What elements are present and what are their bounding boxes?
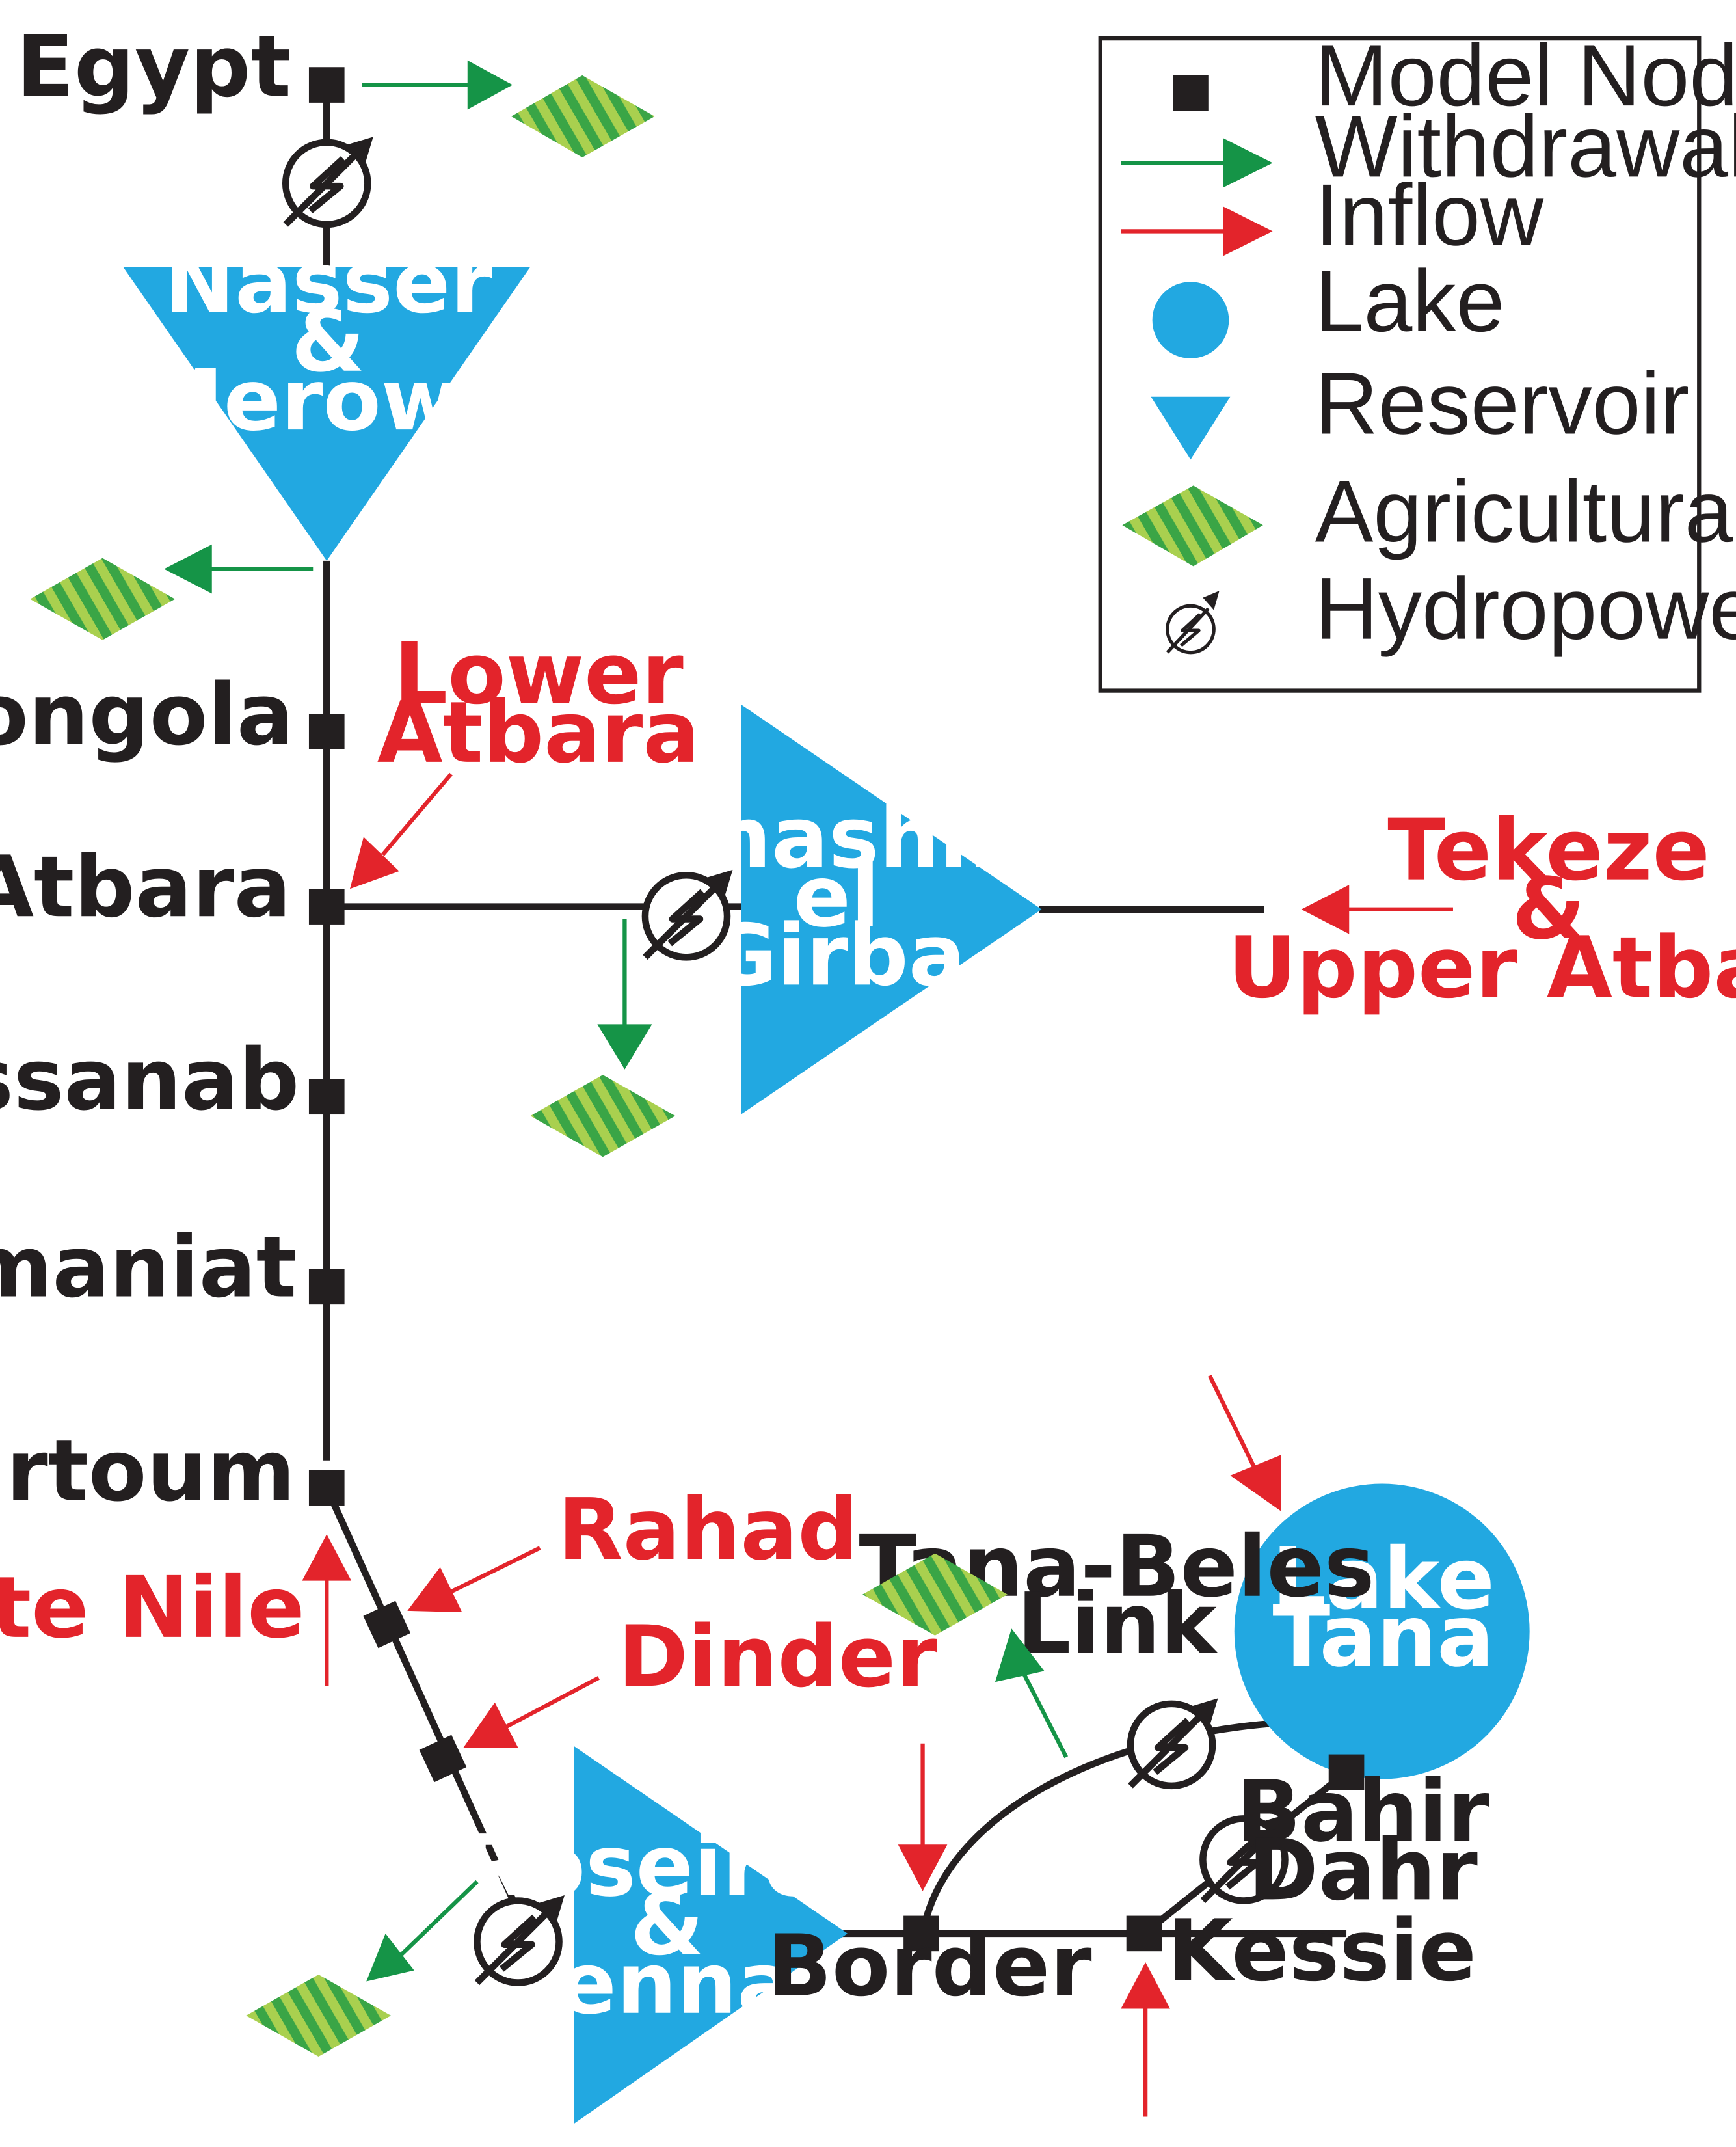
agricultural-district-icon [530, 1075, 676, 1157]
inflow-label-lower-atbara: Atbara [377, 683, 700, 782]
node-label-khartoum: Khartoum [0, 1422, 295, 1520]
agricultural-district-icon [246, 1974, 392, 2057]
inflow-arrow-icon [1121, 1962, 1170, 2009]
inflow-label-tekeze: Tekeze [1387, 801, 1710, 900]
withdrawal-khashm [597, 919, 652, 1070]
withdrawal-arrow-icon [597, 1024, 652, 1070]
inflow-arrow-icon [407, 1567, 462, 1613]
inflow-lake-tana [1208, 1375, 1281, 1511]
inflow-arrow-icon [302, 1534, 352, 1581]
lake-label: Tana [1272, 1587, 1494, 1686]
agricultural-district-icon [1122, 485, 1263, 567]
node-label-bahir-dahr: Bahir [1236, 1762, 1489, 1861]
legend-inflow: Inflow [1315, 165, 1544, 263]
lake-icon [1152, 282, 1229, 358]
node-label-kessie: Kessie [1168, 1901, 1476, 2000]
legend-withdrawal: Withdrawal [1315, 97, 1736, 195]
reservoir-label: Roseires [462, 1816, 872, 1915]
reservoir-label: & [291, 292, 366, 391]
inflow-arrow-icon [1301, 884, 1350, 934]
withdrawal-egypt [362, 60, 513, 110]
model-node-khartoum [308, 1470, 345, 1506]
legend-lake: Lake [1315, 252, 1505, 350]
inflow-rahad [407, 1546, 541, 1613]
reservoir-khashm-el-girba: Khashm el Girba [645, 704, 1042, 1115]
lake-label: Lake [1272, 1530, 1495, 1628]
node-label-atbara: Atbara [0, 837, 291, 936]
inflow-dinder [463, 1676, 600, 1748]
reservoir-label: & [630, 1875, 704, 1974]
node-label-hassanab: Hassanab [0, 1031, 299, 1129]
inflow-arrow-icon [1230, 1455, 1281, 1511]
model-node-dinder-confluence [419, 1735, 467, 1783]
inflow-tekeze [1301, 884, 1453, 934]
withdrawal-nasser [164, 544, 314, 594]
inflow-label-rahad: Rahad [557, 1480, 858, 1579]
model-node-rahad-confluence [363, 1600, 411, 1649]
reservoir-icon [574, 1746, 848, 2124]
withdrawal-roseires [366, 1880, 479, 1982]
node-label-egypt: Egypt [16, 17, 291, 116]
inflow-kessie [1121, 1962, 1170, 2117]
inflow-white-nile [302, 1534, 352, 1686]
legend-reservoir: Reservoir [1315, 354, 1690, 452]
reservoir-label: Khashm [645, 789, 1028, 887]
river-segment-blue-nile [323, 1486, 523, 1916]
node-label-bahir-dahr: Dahr [1248, 1820, 1478, 1919]
node-label-tamaniat: Tamaniat [0, 1218, 297, 1317]
reservoir-nasser-merowe: Nasser & Merowe [123, 233, 531, 561]
inflow-label-tekeze: & [1512, 859, 1586, 958]
reservoir-label: el [794, 847, 880, 946]
model-node-kessie [1126, 1915, 1162, 1952]
model-node-bahir-dahr [1328, 1754, 1365, 1790]
agricultural-district-icon [511, 75, 655, 157]
model-node-border [903, 1915, 939, 1952]
withdrawal-arrow-icon [164, 544, 212, 594]
inflow-label-upper-atbara: Upper Atbara [1228, 918, 1736, 1017]
inflow-border [898, 1743, 948, 1891]
agricultural-district-icon [862, 1553, 1008, 1636]
hydropower-plant-icon [645, 870, 733, 958]
node-label-border: Border [768, 1916, 1092, 2015]
reservoir-roseires-sennar: Roseires & Sennar [462, 1746, 872, 2124]
lake-tana: Lake Tana [1234, 1483, 1530, 1779]
inflow-arrow-icon [350, 837, 399, 889]
reservoir-label: Girba [708, 906, 966, 1005]
reservoir-icon [741, 704, 1042, 1115]
model-node-tamaniat [308, 1269, 345, 1305]
legend-box [1098, 36, 1702, 693]
model-node-dongola [308, 714, 345, 749]
model-node-atbara [308, 889, 345, 925]
inflow-arrow-icon [1223, 206, 1273, 256]
inflow-lower-atbara [350, 772, 453, 889]
withdrawal-arrow-icon [366, 1933, 414, 1982]
reservoir-icon [1151, 396, 1231, 460]
withdrawal-arrow-icon [467, 60, 513, 110]
withdrawal-arrow-icon [1223, 138, 1273, 188]
agricultural-district-icon [30, 558, 176, 640]
link-label-tana-beles: Link [1017, 1574, 1218, 1673]
hydropower-plant-icon [1166, 591, 1220, 655]
legend-hydropower-plant: Hydropower Plant [1315, 560, 1736, 658]
lake-icon [1234, 1483, 1530, 1779]
reservoir-icon [123, 267, 531, 561]
hydropower-plant-icon [477, 1895, 565, 1983]
hydropower-plant-icon [286, 137, 373, 224]
model-node-egypt [308, 67, 345, 103]
model-node-hassanab [308, 1079, 345, 1115]
inflow-label-lower-atbara: Lower [394, 624, 684, 723]
inflow-arrow-icon [898, 1844, 948, 1891]
reservoir-label: Merowe [139, 351, 516, 450]
inflow-label-dinder: Dinder [618, 1608, 937, 1707]
reservoir-label: Nasser [164, 233, 492, 332]
inflow-label-white-nile: White Nile [0, 1558, 305, 1657]
node-label-dongola: Dongola [0, 666, 294, 764]
inflow-arrow-icon [463, 1702, 518, 1748]
legend-agricultural-district: Agricultural District [1315, 462, 1736, 560]
legend: Model Node Withdrawal Inflow Lake Reserv… [1098, 26, 1736, 693]
legend-model-node: Model Node [1315, 26, 1736, 124]
model-node-icon [1173, 75, 1209, 111]
hydropower-plant-icon [1130, 1698, 1218, 1786]
